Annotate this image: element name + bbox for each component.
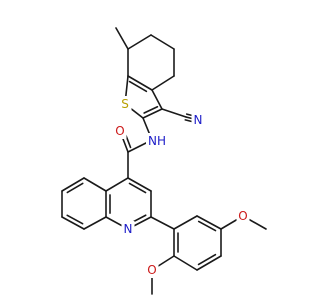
bond-q4a-q4 [105, 177, 129, 192]
atom-label-o_meo_lower: O [147, 263, 156, 277]
bond-q4-q3-double [128, 182, 147, 194]
atom-bg-n_amide [146, 133, 168, 149]
bond-a2-a3 [173, 255, 198, 271]
bond-c2-c3-double [143, 105, 159, 114]
bond-c3-cn_c [161, 108, 187, 118]
atom-label-n_quin: N [124, 222, 133, 236]
bond-q2-a1 [150, 216, 175, 230]
bond-a5-a6 [196, 215, 222, 230]
atom-bg-o_meo_lower [145, 262, 159, 278]
bond-q4a-q5 [83, 177, 107, 192]
atom-bg-n_nitrile [191, 112, 205, 128]
bond-ch_top-ch_topR [150, 34, 175, 50]
atom-bg-s_thiophene [118, 96, 132, 112]
bond-ch_topL-me [115, 27, 129, 50]
bond-c2-c3 [142, 108, 163, 119]
bond-a3-a4 [196, 255, 222, 271]
bond-q7-q8 [61, 216, 85, 230]
atom-bg-o_carbonyl [113, 123, 127, 139]
bond-ch_R-c3a [151, 75, 175, 91]
bond-q5-q6-double [66, 182, 84, 194]
atom-label-s_thiophene: S [121, 97, 129, 111]
bond-ch_topL-ch_top [127, 34, 152, 50]
atom-bg-n_quin [121, 221, 135, 237]
bond-c3-c3a [151, 89, 163, 110]
atom-label-o_carbonyl: O [115, 124, 124, 138]
atom-bg-o_meo_upper [236, 208, 250, 224]
bond-q8-q8a [83, 216, 107, 230]
bond-a3-a4-double [197, 253, 217, 266]
bond-a5-a6-double [197, 220, 217, 232]
bond-q7-q8-double [66, 214, 84, 225]
atom-label-o_meo_upper: O [238, 209, 247, 223]
atom-label-n_amide: NH [148, 134, 166, 148]
bond-c3a-c7a [127, 75, 153, 91]
bond-q4-q3 [127, 177, 152, 192]
atom-label-n_nitrile: N [194, 113, 203, 127]
bond-a6-a1 [173, 215, 198, 230]
bond-q5-q6 [61, 177, 85, 192]
bond-c3a-c7a-double [128, 80, 148, 93]
